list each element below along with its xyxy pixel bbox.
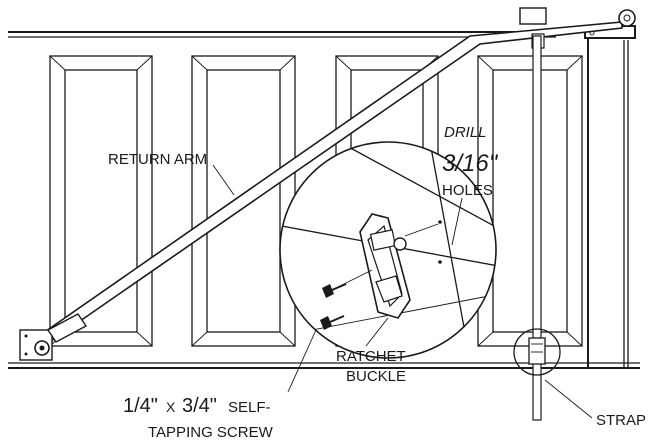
holes-label: HOLES <box>442 182 493 199</box>
drill-size-label: 3/16" <box>442 150 499 177</box>
strap <box>513 35 561 421</box>
ratchet-label: RATCHET <box>336 348 406 365</box>
tapping-screw-label: TAPPING SCREW <box>148 424 274 441</box>
self-tapping-screw-upper <box>322 269 373 298</box>
screw-self: SELF- <box>228 399 271 416</box>
door-panel-4 <box>477 55 583 347</box>
door-panel-1 <box>49 55 153 347</box>
strap-label: STRAP <box>596 412 646 429</box>
buckle-label: BUCKLE <box>346 368 406 385</box>
bottom-bracket <box>19 313 88 361</box>
leader-lines <box>212 164 593 419</box>
screw-label: 1/4" X 3/4" SELF- <box>123 395 271 417</box>
screw-size-b: 3/4" <box>182 395 217 417</box>
ratchet-buckle <box>359 213 411 319</box>
return-arm-label: RETURN ARM <box>108 151 207 168</box>
drill-holes <box>404 220 442 264</box>
drill-label: DRILL <box>444 124 487 141</box>
self-tapping-screw-lower <box>320 315 345 330</box>
screw-x: X <box>166 399 176 415</box>
door-frame <box>584 25 636 368</box>
screw-size-a: 1/4" <box>123 395 158 417</box>
